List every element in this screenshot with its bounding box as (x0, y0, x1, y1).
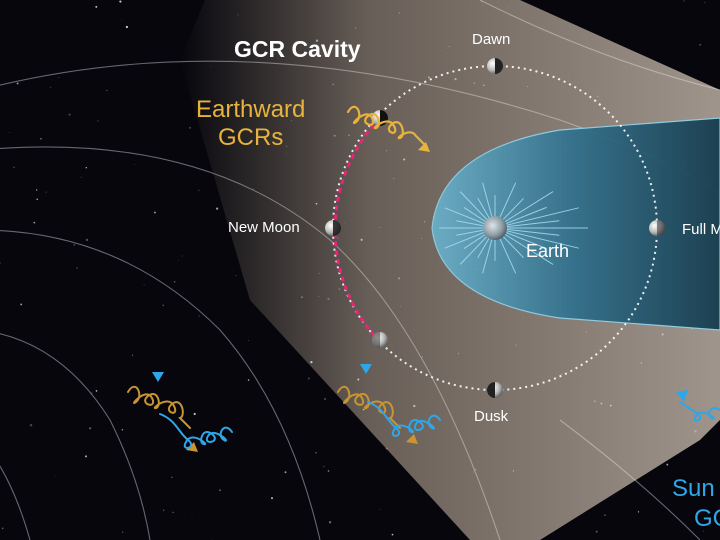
star (178, 260, 179, 262)
star (704, 2, 706, 4)
earthward-gcrs-label: Earthward GCRs (196, 96, 305, 152)
star (189, 126, 192, 129)
star (121, 428, 124, 431)
star (125, 25, 129, 29)
star (379, 508, 381, 510)
star (13, 166, 15, 169)
star (198, 189, 200, 191)
star (84, 455, 88, 458)
star (29, 424, 33, 427)
earthward-gcrs-line1: Earthward (196, 96, 306, 123)
earth-icon (483, 216, 507, 240)
star (50, 86, 52, 88)
star (143, 284, 145, 286)
gcr-spiral-icon (127, 385, 418, 452)
star (20, 303, 23, 306)
earth-label: Earth (526, 241, 570, 261)
star (106, 89, 108, 91)
star (55, 475, 56, 477)
star (307, 377, 310, 380)
star (0, 262, 1, 264)
star (198, 315, 200, 317)
star (16, 82, 19, 85)
star (666, 463, 669, 466)
star (95, 390, 98, 392)
star (45, 191, 47, 193)
solar-gcrs-line2: GC (694, 505, 720, 532)
star (211, 538, 213, 540)
star (119, 0, 122, 3)
star (133, 163, 135, 165)
star (182, 255, 183, 257)
star (391, 533, 394, 536)
star (315, 452, 317, 454)
star (215, 207, 219, 210)
moon-icon (487, 58, 503, 74)
star (1, 527, 4, 530)
star (172, 511, 174, 513)
star (121, 19, 122, 21)
magnetotail (431, 117, 720, 331)
star (85, 238, 89, 242)
star (702, 530, 705, 532)
star (327, 470, 330, 472)
earth-field-ray (494, 207, 579, 229)
star (40, 137, 42, 140)
gcr-arrow-icon (152, 364, 720, 449)
moon-icon (372, 332, 388, 348)
star (329, 521, 332, 524)
dawn-label: Dawn (472, 31, 511, 48)
star (191, 516, 193, 517)
star (235, 275, 237, 276)
star (323, 465, 325, 468)
star (80, 176, 82, 178)
star (171, 476, 173, 479)
new-moon-label: New Moon (228, 219, 300, 236)
star (163, 509, 165, 511)
star (122, 531, 124, 533)
star (696, 481, 698, 484)
moon-icon (487, 382, 503, 398)
star (219, 489, 221, 492)
star (76, 267, 78, 269)
star (9, 132, 11, 133)
full-moon-label: Full M (682, 221, 720, 238)
solar-gcrs-label: Sun GC (672, 474, 720, 534)
star (193, 412, 196, 416)
star (247, 379, 250, 381)
star (271, 497, 273, 500)
star (88, 427, 92, 430)
star (248, 340, 249, 341)
star (595, 530, 598, 533)
star (85, 167, 87, 169)
moon-icon (325, 220, 341, 236)
moon-icon (649, 220, 665, 236)
star (153, 211, 156, 214)
star (162, 304, 165, 307)
star (173, 280, 176, 283)
star (131, 354, 133, 356)
earthward-gcrs-line2: GCRs (218, 124, 284, 151)
gcr-spiral-icon (346, 105, 430, 152)
star (637, 511, 640, 513)
star (604, 514, 606, 516)
star (73, 243, 76, 246)
star (284, 471, 287, 474)
star (68, 113, 71, 116)
star (58, 77, 60, 79)
solar-gcrs-line1: Sun (672, 475, 715, 502)
diagram-title: GCR Cavity (234, 36, 361, 62)
star (36, 189, 38, 191)
star (33, 221, 36, 224)
star (36, 198, 38, 201)
star (324, 398, 326, 400)
earth-field-ray (494, 227, 579, 249)
star (683, 0, 685, 2)
star (699, 43, 702, 46)
dusk-label: Dusk (474, 408, 509, 425)
star (95, 5, 98, 8)
star (97, 120, 99, 122)
